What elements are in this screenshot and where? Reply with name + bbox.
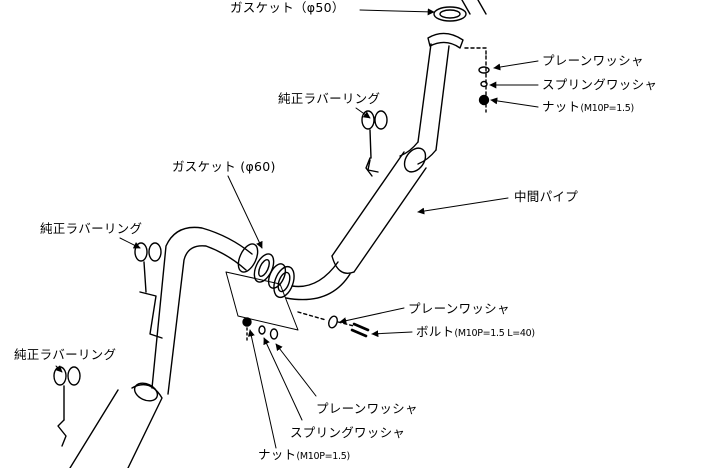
rubber-ring-upper-part <box>361 110 388 177</box>
spring-washer-bottom-label: スプリングワッシャ <box>290 425 406 440</box>
rubber-ring-lower-part <box>53 366 81 447</box>
bolt-text: ボルト <box>416 324 455 339</box>
nut-top-text: ナット <box>542 99 581 114</box>
bolt-label: ボルト(M10P=1.5 L=40) <box>416 325 535 341</box>
rubber-ring-middle-part <box>134 242 162 293</box>
spring-washer-top-label: スプリングワッシャ <box>542 77 658 92</box>
gasket-60-parts <box>253 253 287 289</box>
middle-pipe-part <box>273 32 464 301</box>
nut-top-label: ナット(M10P=1.5) <box>542 100 634 116</box>
nut-top-spec: (M10P=1.5) <box>580 103 634 114</box>
bottom-fasteners <box>242 317 279 343</box>
top-fasteners <box>464 47 490 113</box>
rubber-ring-lower-label: 純正ラバーリング <box>14 347 117 362</box>
plain-washer-top-label: プレーンワッシャ <box>542 53 644 68</box>
gasket-50-part <box>433 6 467 22</box>
rubber-ring-middle-label: 純正ラバーリング <box>40 221 143 236</box>
plain-washer-bottom-label: プレーンワッシャ <box>316 401 418 416</box>
middle-pipe-label: 中間パイプ <box>514 189 579 204</box>
gasket-50-label: ガスケット（φ50） <box>230 0 345 15</box>
nut-bottom-text: ナット <box>258 447 297 462</box>
bolt-assembly <box>297 311 370 338</box>
front-pipe-part <box>69 226 299 469</box>
leader-lines <box>55 8 539 449</box>
gasket-60-label: ガスケット (φ60) <box>172 159 276 174</box>
tail-pipe-stub <box>461 0 487 15</box>
rubber-ring-upper-label: 純正ラバーリング <box>278 91 381 106</box>
plain-washer-mid-label: プレーンワッシャ <box>408 301 510 316</box>
bolt-spec: (M10P=1.5 L=40) <box>454 328 535 339</box>
nut-bottom-spec: (M10P=1.5) <box>296 451 350 462</box>
nut-bottom-label: ナット(M10P=1.5) <box>258 448 350 464</box>
